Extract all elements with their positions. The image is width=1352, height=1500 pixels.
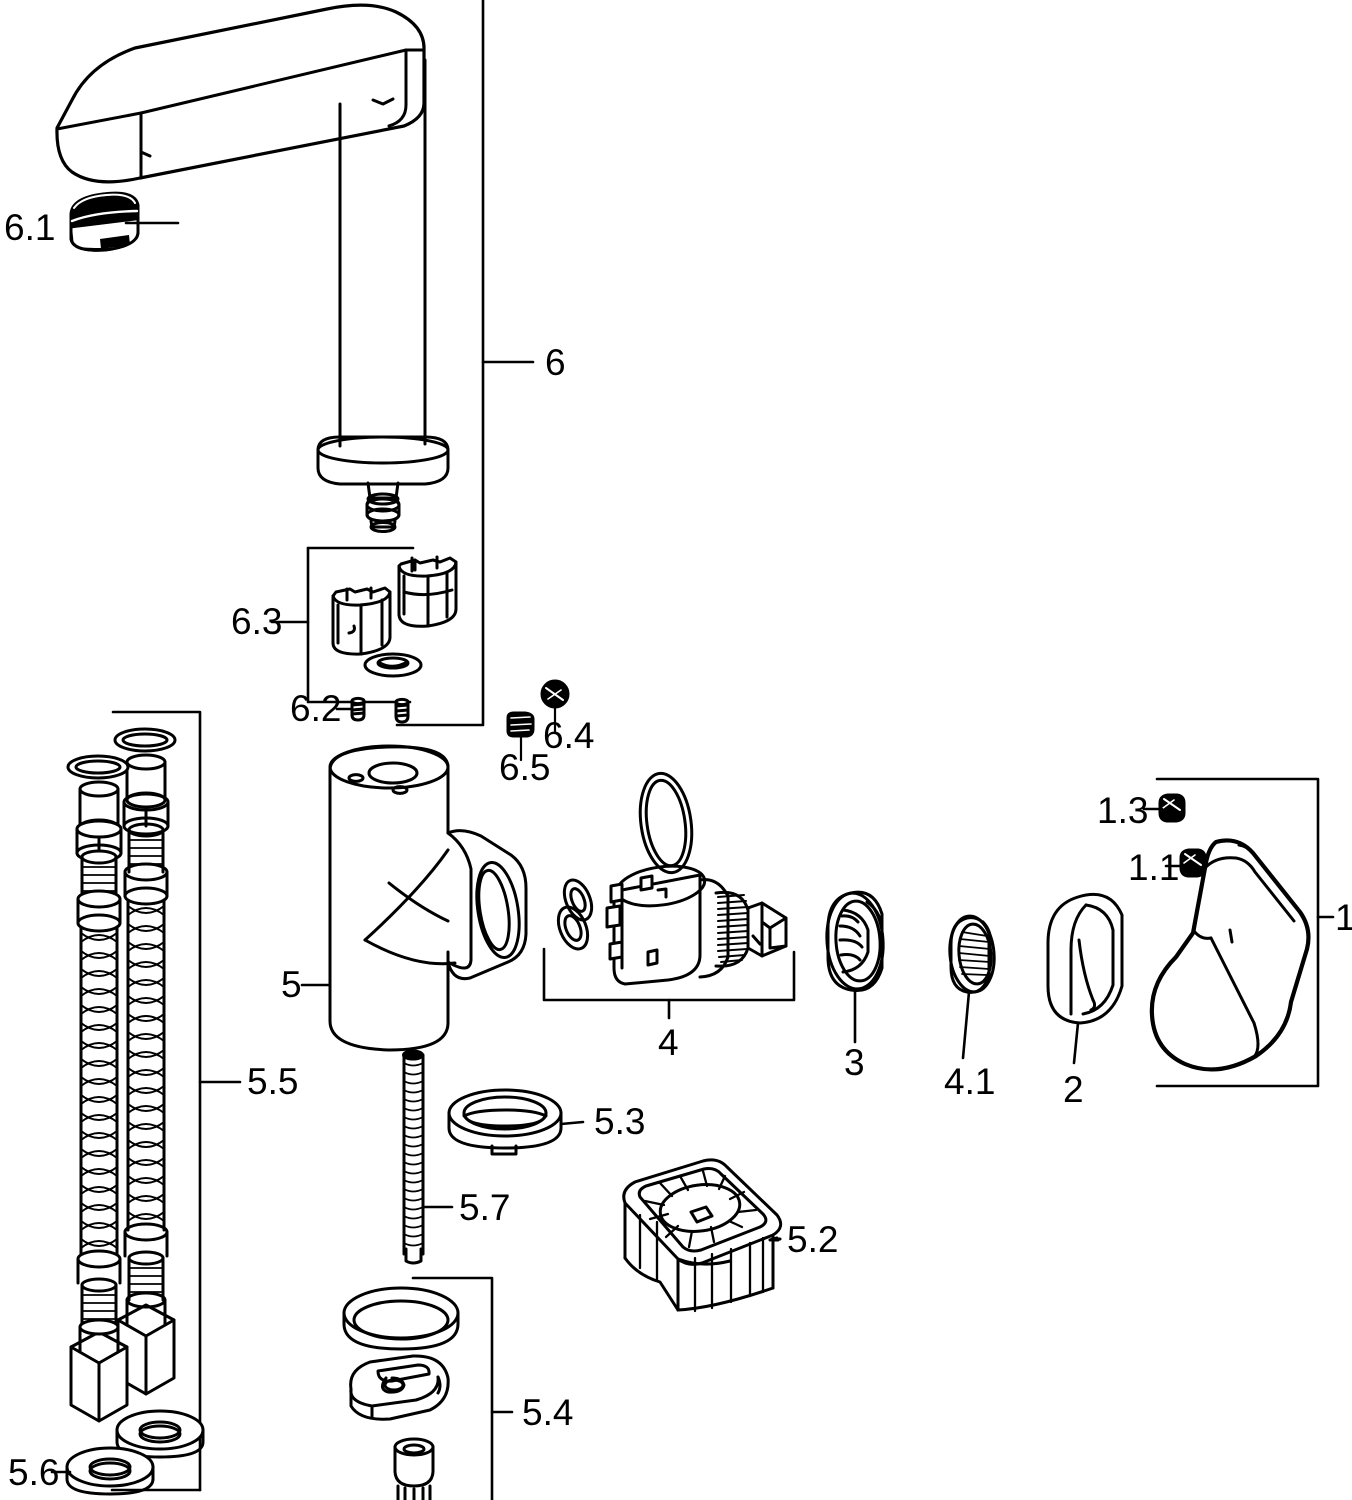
part-handle-cap-screw — [1158, 793, 1186, 823]
part-cartridge-kit — [556, 771, 788, 986]
callout-label-6: 6 — [545, 342, 566, 383]
callout-label-5-2: 5.2 — [787, 1219, 838, 1260]
part-grub-screws — [350, 696, 410, 724]
callout-bracket-4 — [542, 947, 796, 1020]
part-mounting-bracket — [622, 1158, 783, 1313]
callout-label-6-2: 6.2 — [290, 688, 341, 729]
callout-label-6-4: 6.4 — [543, 715, 594, 756]
part-flexible-hoses — [66, 727, 177, 1423]
callout-label-5-6: 5.6 — [8, 1452, 59, 1493]
callout-label-6-3: 6.3 — [231, 601, 282, 642]
callout-label-1-3: 1.3 — [1097, 790, 1148, 831]
callout-bracket-6-3 — [270, 546, 415, 704]
part-handle-collar — [1046, 892, 1124, 1025]
part-mounting-hardware-kit — [342, 1286, 460, 1500]
callout-label-5-7: 5.7 — [459, 1187, 510, 1228]
callout-label-6-1: 6.1 — [4, 207, 55, 248]
callout-bracket-1 — [1155, 777, 1335, 1088]
leader-2 — [1072, 1021, 1080, 1065]
callout-bracket-5-4 — [411, 1276, 514, 1500]
leader-5-3 — [559, 1120, 585, 1126]
callout-label-1-1: 1.1 — [1128, 847, 1179, 888]
callout-label-5-5: 5.5 — [247, 1061, 298, 1102]
part-cap-nut — [825, 890, 885, 993]
callout-label-5-4: 5.4 — [522, 1392, 573, 1433]
callout-label-4: 4 — [658, 1022, 679, 1063]
callout-label-3: 3 — [844, 1042, 865, 1083]
callout-label-6-5: 6.5 — [499, 747, 550, 788]
leader-4-1 — [961, 990, 971, 1060]
callout-label-2: 2 — [1063, 1069, 1084, 1110]
part-handle-screw — [1179, 848, 1207, 878]
part-spout-retaining-clamp — [331, 555, 458, 678]
part-set-screw-small — [506, 711, 535, 762]
callout-bracket-5-5 — [110, 710, 242, 1492]
callout-label-4-1: 4.1 — [944, 1061, 995, 1102]
part-spout-assembly — [55, 3, 450, 533]
part-set-screw-large — [540, 679, 570, 733]
callout-label-5: 5 — [281, 964, 302, 1005]
part-escutcheon-ring — [447, 1088, 563, 1156]
callout-bracket-6 — [395, 0, 535, 727]
part-threaded-rod — [402, 1049, 425, 1265]
part-aerator — [69, 191, 140, 252]
part-cartridge-retaining-nut — [948, 914, 996, 994]
callout-label-5-3: 5.3 — [594, 1101, 645, 1142]
callout-label-1: 1 — [1335, 897, 1352, 938]
part-faucet-body — [328, 744, 528, 1052]
part-sealing-washers — [65, 1409, 205, 1496]
